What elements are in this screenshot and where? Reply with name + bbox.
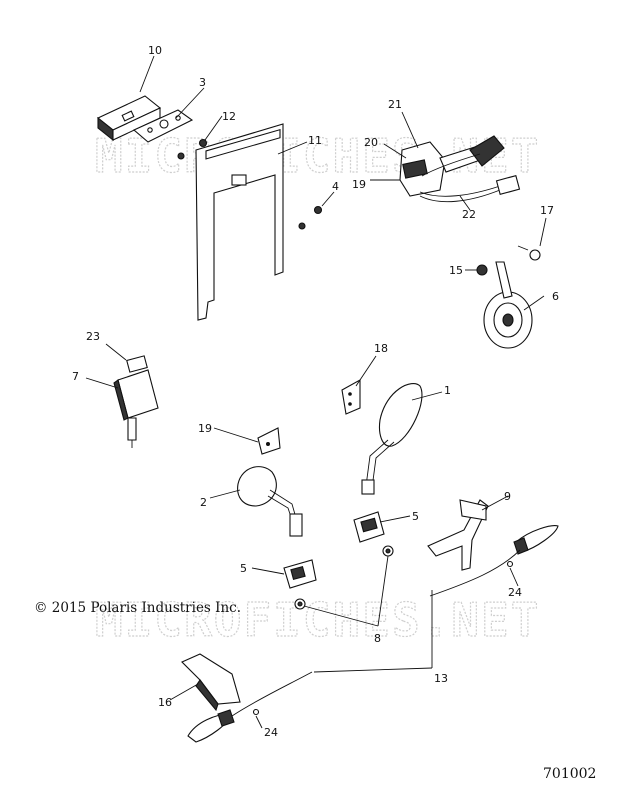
callout-24a: 24 (508, 586, 522, 599)
part-6-horn (476, 261, 533, 349)
callout-12: 12 (222, 110, 236, 123)
callout-8: 8 (374, 632, 381, 645)
part-2-mirror (237, 466, 303, 537)
watermark-bottom: MICROFICHES.NET (95, 593, 540, 647)
part-4-nut (298, 205, 323, 230)
callout-19: 19 (352, 178, 366, 191)
callout-4: 4 (332, 180, 339, 193)
part-9-bracket (427, 499, 489, 571)
part-5-connector (283, 511, 385, 589)
callout-5a: 5 (412, 510, 419, 523)
callout-24b: 24 (264, 726, 278, 739)
part-11-module (96, 95, 162, 142)
callout-3: 3 (199, 76, 206, 89)
part-20-switch-assembly (399, 135, 521, 203)
part-17-bracket (341, 379, 361, 415)
part-10-bracket (195, 123, 284, 321)
callout-16: 17 (540, 204, 554, 217)
callout-1: 1 (444, 384, 451, 397)
callout-17: 18 (374, 342, 388, 355)
document-number: 701002 (543, 766, 596, 782)
callout-5b: 5 (240, 562, 247, 575)
part-15-bracket (181, 653, 241, 712)
part-12-nut (177, 138, 208, 160)
callout-22: 22 (462, 208, 476, 221)
part-24-turn-signal-right (429, 525, 559, 597)
callout-18: 19 (198, 422, 212, 435)
part-18-bracket (257, 427, 281, 455)
callout-10: 11 (308, 134, 322, 147)
callout-15: 16 (158, 696, 172, 709)
callout-14: 15 (449, 264, 463, 277)
callout-13: 13 (434, 672, 448, 685)
callout-23: 23 (86, 330, 100, 343)
callout-20: 20 (364, 136, 378, 149)
leader-lines (85, 55, 547, 729)
callout-6: 6 (552, 290, 559, 303)
callout-2: 2 (200, 496, 207, 509)
callout-21: 21 (388, 98, 402, 111)
part-24-turn-signal-left (187, 671, 313, 743)
part-7-relay (113, 355, 159, 448)
callout-7: 7 (72, 370, 79, 383)
part-1-mirror (361, 383, 423, 495)
callout-11: 10 (148, 44, 162, 57)
copyright-notice: © 2015 Polaris Industries Inc. (34, 600, 241, 616)
callout-9: 9 (504, 490, 511, 503)
part-16-bolt (517, 245, 541, 261)
